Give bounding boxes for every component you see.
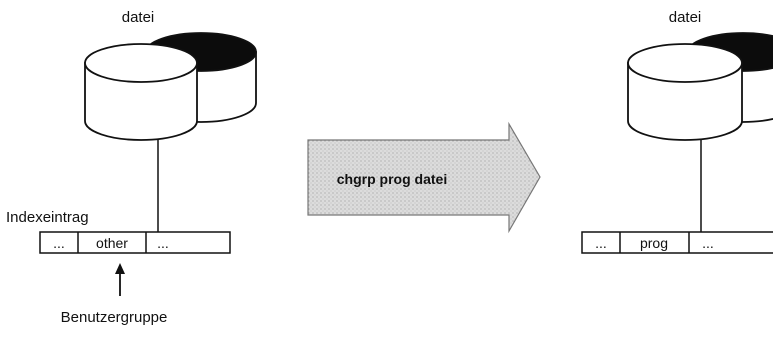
right-front-cylinder [627,43,743,141]
left-index-cell-1: ... [53,235,65,251]
user-group-arrow [115,263,125,296]
left-index-cell-2: other [96,235,128,251]
left-index-cell-3: ... [157,235,169,251]
left-front-cylinder [84,43,198,141]
right-file-label: datei [669,9,702,26]
right-index-cell-2: prog [640,235,668,251]
right-diagram: datei ... prog ... [581,9,773,254]
user-group-label: Benutzergruppe [61,309,168,326]
transition-arrow: chgrp prog datei [307,121,541,234]
transition-arrow-shape [307,121,541,234]
right-index-cell-1: ... [595,235,607,251]
left-file-label: datei [122,9,155,26]
left-diagram: datei Indexeintrag ... other ... [6,9,257,326]
index-entry-label: Indexeintrag [6,209,89,226]
right-index-cell-3: ... [702,235,714,251]
left-index-entry: ... other ... [39,231,231,254]
right-index-entry: ... prog ... [581,231,773,254]
command-text: chgrp prog datei [337,171,447,187]
